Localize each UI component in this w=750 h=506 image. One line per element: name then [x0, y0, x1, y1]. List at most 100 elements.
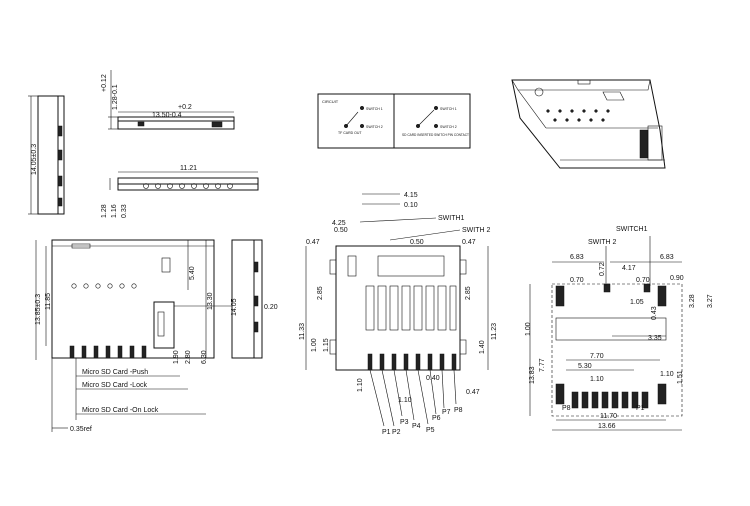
fp-dim-3-27: 3.27 — [707, 294, 714, 308]
fp-dim-3-35: 3.35 — [648, 335, 662, 342]
schematic-caption-right: SD CARD INSERTED SWITCH PIN CONTACT — [402, 133, 469, 137]
fp-dim-0-70-a: 0.70 — [570, 277, 584, 284]
side-view-pins: 11.21 1.28 1.16 0.33 — [101, 165, 259, 218]
side-pin-row — [143, 183, 233, 189]
dim-0-47-a: 0.47 — [306, 239, 320, 246]
side-view-vertical: 14.05±0.3 — [28, 95, 65, 215]
pin-label-p3: P3 — [400, 419, 409, 426]
dim-0-50-a: 0.50 — [334, 227, 348, 234]
bottom-pin-tails — [367, 353, 457, 371]
fp-dim-1-10-b: 1.10 — [660, 371, 674, 378]
fp-dim-3-28: 3.28 — [689, 294, 696, 308]
dim-0-47-b: 0.47 — [462, 239, 476, 246]
fp-dim-5-30: 5.30 — [578, 363, 592, 370]
dim-0-35-ref: 0.35ref — [70, 426, 92, 433]
label-card-onlock: Micro SD Card -On Lock — [82, 407, 159, 414]
dim-2-85-b: 2.85 — [465, 286, 472, 300]
dim-1-28-top: 1.28-0.1 — [112, 84, 119, 110]
dim-4-25: 4.25 — [332, 220, 346, 227]
fp-dim-7-77: 7.77 — [539, 358, 546, 372]
footprint-pin-p1: P1 — [636, 405, 645, 412]
bottom-contacts — [365, 285, 457, 331]
dim-0-33-side: 0.33 — [121, 204, 128, 218]
dim-1-15: 1.15 — [323, 338, 330, 352]
dim-0-47-c: 0.47 — [466, 389, 480, 396]
dim-14-05: 14.05 — [231, 298, 238, 316]
footprint-pads — [571, 391, 649, 409]
dim-1-40: 1.40 — [479, 340, 486, 354]
dim-13-30: 13.30 — [207, 292, 214, 310]
schematic-caption-left: TF CARD OUT — [338, 131, 362, 135]
dim-length-side: 11.21 — [180, 165, 197, 172]
pin-label-p1: P1 — [382, 429, 391, 436]
fp-dim-0-90: 0.90 — [670, 275, 684, 282]
side-view-narrow: 14.05 — [231, 239, 263, 359]
dim-height-side: 14.05±0.3 — [31, 144, 38, 175]
fp-dim-6-83-a: 6.83 — [570, 254, 584, 261]
dim-0-10: 0.10 — [404, 202, 418, 209]
top-view-thin: +0.12 1.28-0.1 +0.2 13.50-0.4 — [101, 70, 235, 130]
pin-label-p4: P4 — [412, 423, 421, 430]
dim-2-80: 2.80 — [185, 350, 192, 364]
dim-1-16-side: 1.16 — [111, 204, 118, 218]
dim-1-90: 1.90 — [173, 350, 180, 364]
dim-6-30: 6.30 — [201, 350, 208, 364]
front-contact-dots — [71, 283, 137, 289]
schematic-title: CIRCUIT — [322, 99, 339, 104]
pin-label-p2: P2 — [392, 429, 401, 436]
fp-dim-13-83: 13.83 — [529, 366, 536, 384]
fp-label-switch1: SWITCH1 — [616, 226, 648, 233]
label-card-push: Micro SD Card -Push — [82, 369, 148, 376]
dim-1-00: 1.00 — [311, 338, 318, 352]
dim-tol-top: +0.12 — [101, 74, 108, 92]
dim-2-85-a: 2.85 — [317, 286, 324, 300]
fp-dim-7-70: 7.70 — [590, 353, 604, 360]
pin-label-p7: P7 — [442, 409, 451, 416]
dim-0-20: 0.20 — [264, 304, 278, 311]
schematic-switch1-left: SWITCH 1 — [366, 107, 383, 111]
pin-label-p8: P8 — [454, 407, 463, 414]
dim-1-28-side: 1.28 — [101, 204, 108, 218]
pin-label-p5: P5 — [426, 427, 435, 434]
dim-11-85: 11.85 — [45, 293, 52, 310]
label-swith1: SWITH1 — [438, 215, 465, 222]
dim-11-33: 11.33 — [299, 323, 306, 340]
fp-dim-0-43: 0.43 — [651, 306, 658, 320]
pcb-footprint: P8 P1 SWITCH1 SWITH 2 6.83 0.72 6.83 4.1… — [525, 226, 714, 431]
pin-leaders — [369, 369, 457, 427]
isometric-view — [511, 79, 666, 169]
fp-dim-1-05: 1.05 — [630, 299, 644, 306]
dim-1-10-b: 1.10 — [398, 397, 412, 404]
circuit-schematic: CIRCUIT SWITCH 1 SWITCH 2 TF CARD OUT SW… — [317, 93, 471, 149]
schematic-switch2-left: SWITCH 2 — [366, 125, 383, 129]
schematic-switch1-right: SWITCH 1 — [440, 107, 457, 111]
fp-dim-0-70-b: 0.70 — [636, 277, 650, 284]
dim-4-15: 4.15 — [404, 192, 418, 199]
fp-dim-11-70: 11.70 — [600, 413, 617, 420]
fp-dim-1-51: 1.51 — [677, 370, 684, 384]
schematic-switch2-right: SWITCH 2 — [440, 125, 457, 129]
footprint-pin-p8: P8 — [562, 405, 571, 412]
fp-label-switch2: SWITH 2 — [588, 239, 616, 246]
pin-label-p6: P6 — [432, 415, 441, 422]
fp-dim-4-17: 4.17 — [622, 265, 636, 272]
iso-contact-dots — [546, 109, 610, 122]
dim-11-23: 11.23 — [491, 323, 498, 340]
dim-width-top: 13.50-0.4 — [152, 112, 182, 119]
label-card-lock: Micro SD Card -Lock — [82, 382, 147, 389]
label-swith2: SWITH 2 — [462, 227, 490, 234]
fp-dim-13-66: 13.66 — [598, 423, 616, 430]
fp-dim-1-10-a: 1.10 — [590, 376, 604, 383]
fp-dim-6-83-b: 6.83 — [660, 254, 674, 261]
dim-0-50-b: 0.50 — [410, 239, 424, 246]
front-pin-row — [69, 345, 147, 359]
dim-tol-width: +0.2 — [178, 104, 192, 111]
dim-5-40: 5.40 — [189, 266, 196, 280]
fp-dim-0-72: 0.72 — [599, 262, 606, 276]
dim-1-10-a: 1.10 — [357, 378, 364, 392]
fp-dim-1-00: 1.00 — [525, 322, 532, 336]
front-view: 13.85±0.3 11.85 5.40 13.30 0.20 1.90 2.8… — [35, 239, 278, 433]
dim-0-40: 0.40 — [426, 375, 440, 382]
dim-13-85: 13.85±0.3 — [35, 294, 42, 325]
